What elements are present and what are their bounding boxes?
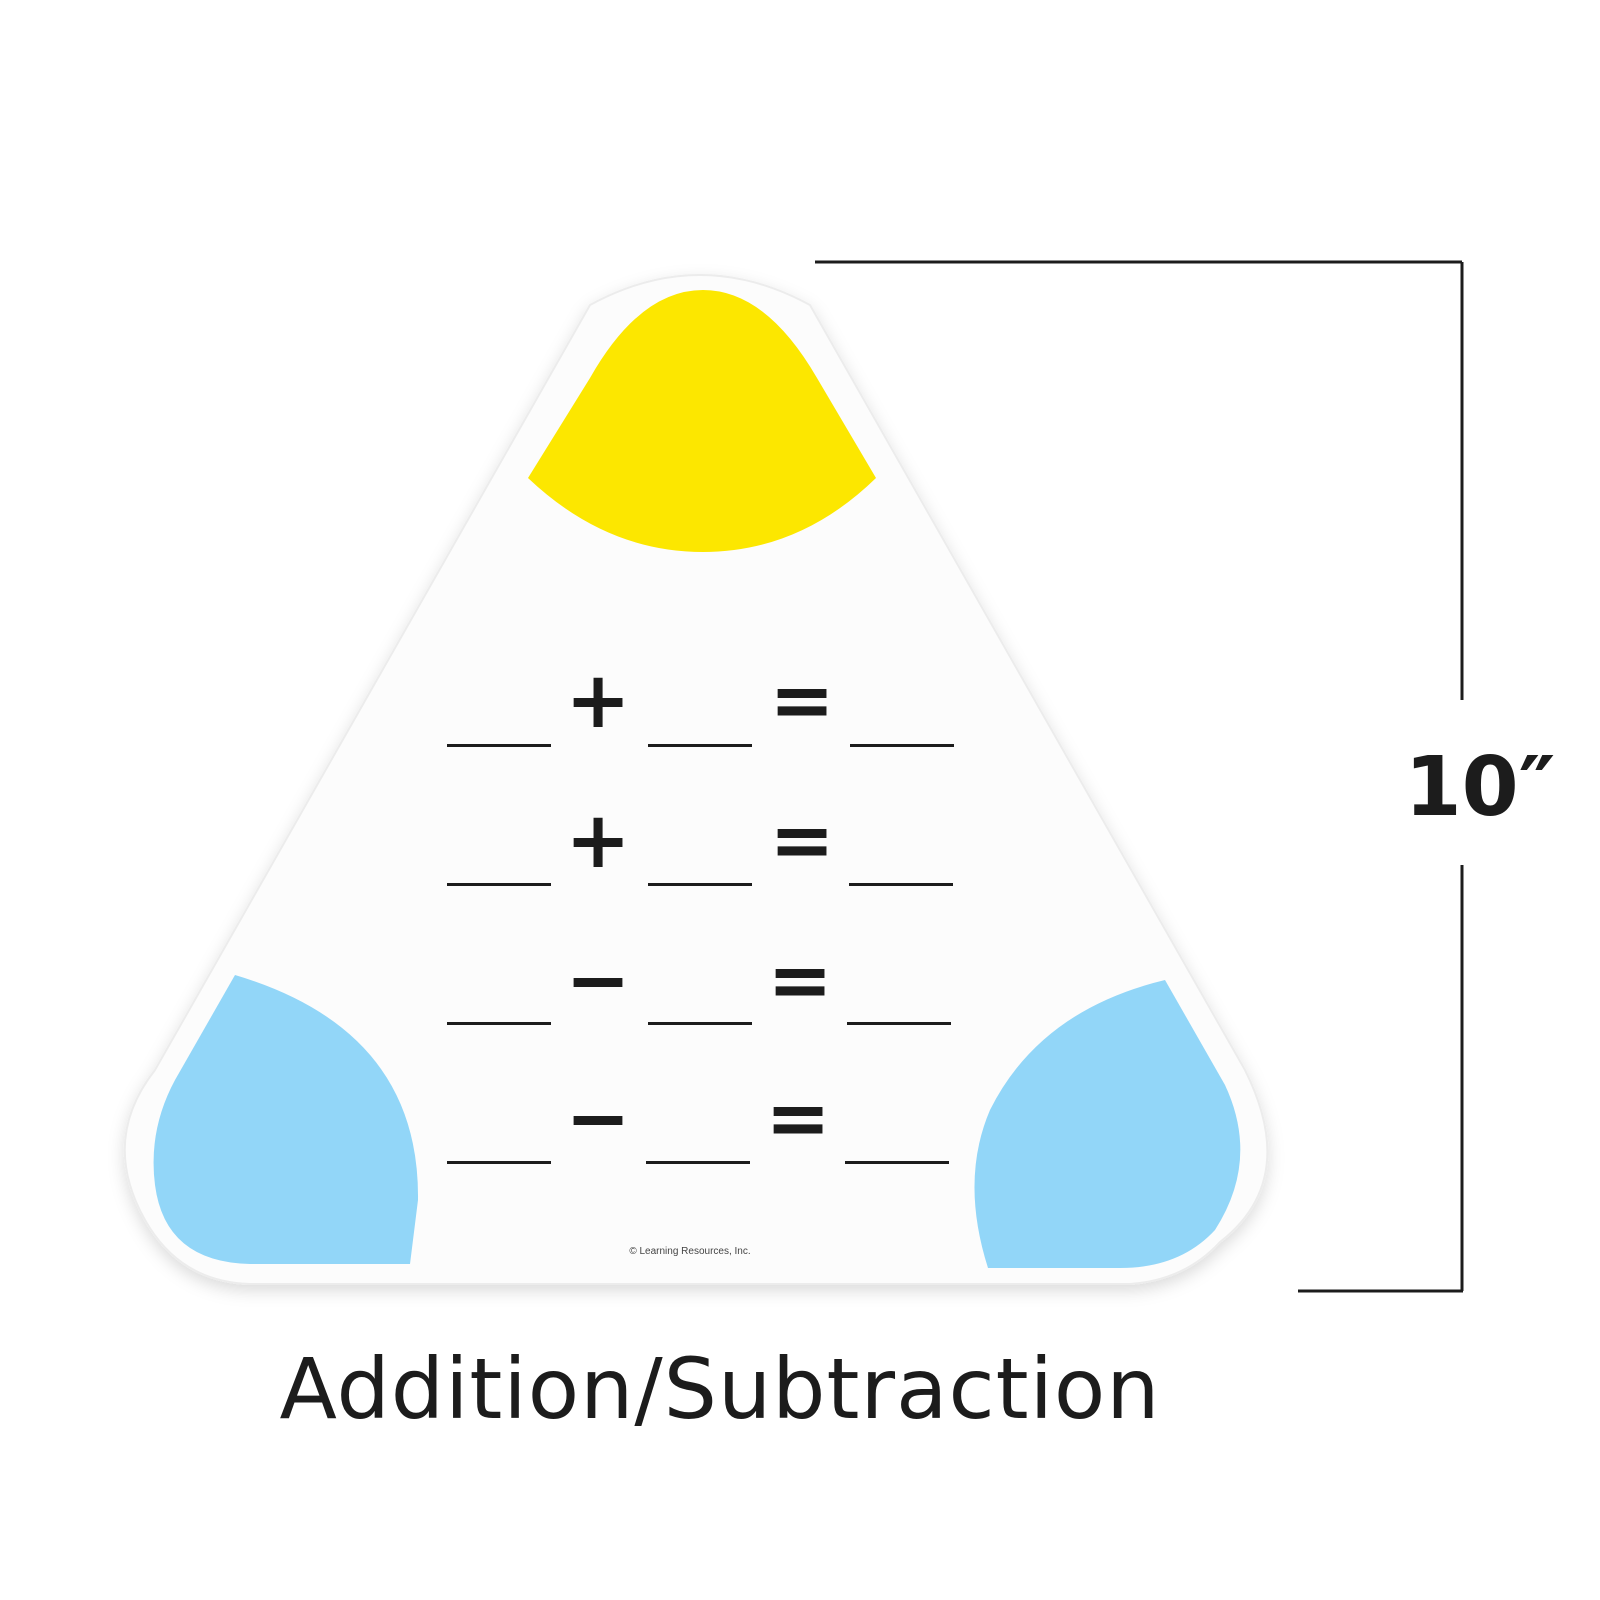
answer-blank xyxy=(849,883,953,886)
equals-sign: = xyxy=(769,656,835,746)
answer-blank xyxy=(648,744,752,747)
answer-blank xyxy=(648,1022,752,1025)
answer-blank xyxy=(850,744,954,747)
answer-blank xyxy=(845,1161,949,1164)
answer-blank xyxy=(847,1022,951,1025)
copyright-text: © Learning Resources, Inc. xyxy=(629,1246,751,1257)
minus-sign: − xyxy=(565,1074,631,1164)
answer-blank xyxy=(447,883,551,886)
answer-blank xyxy=(447,1022,551,1025)
equals-sign: = xyxy=(767,936,833,1026)
plus-sign: + xyxy=(565,656,631,746)
blue-corner-left xyxy=(153,975,419,1264)
answer-blank xyxy=(447,744,551,747)
blue-corner-right xyxy=(974,980,1241,1268)
answer-blank xyxy=(447,1161,551,1164)
dimension-bracket xyxy=(815,260,1464,1293)
answer-blank xyxy=(648,883,752,886)
product-caption: Addition/Subtraction xyxy=(279,1340,1161,1438)
plus-sign: + xyxy=(565,796,631,886)
equals-sign: = xyxy=(765,1074,831,1164)
answer-blank xyxy=(646,1161,750,1164)
yellow-corner xyxy=(528,290,876,552)
minus-sign: − xyxy=(565,936,631,1026)
triangle-board xyxy=(123,274,1269,1285)
equals-sign: = xyxy=(769,796,835,886)
dimension-label: 10″ xyxy=(1404,740,1556,835)
